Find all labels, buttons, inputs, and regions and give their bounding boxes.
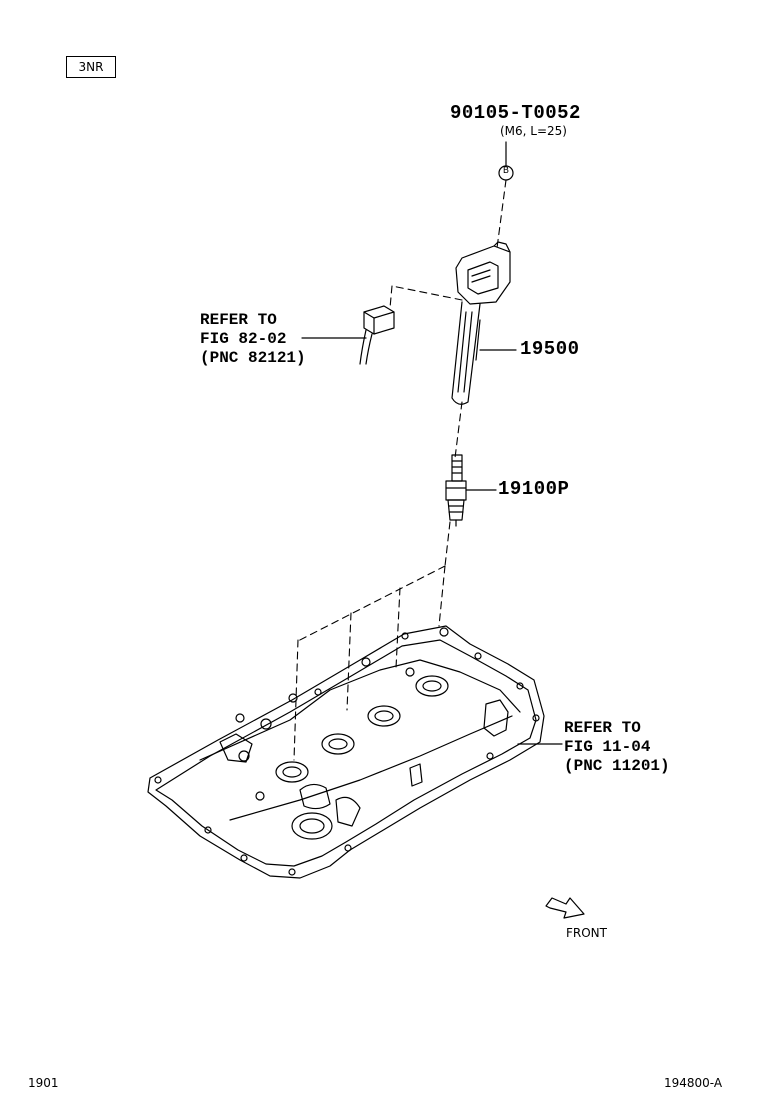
refer-connector-line3: (PNC 82121)	[200, 349, 306, 367]
plug-part-number[interactable]: 19100P	[498, 478, 570, 500]
head-cover	[147, 625, 545, 879]
front-label: FRONT	[566, 926, 607, 940]
refer-connector[interactable]: REFER TO FIG 82-02 (PNC 82121)	[200, 311, 306, 368]
refer-cover[interactable]: REFER TO FIG 11-04 (PNC 11201)	[564, 719, 670, 776]
refer-cover-line1: REFER TO	[564, 719, 641, 737]
refer-cover-line3: (PNC 11201)	[564, 757, 670, 775]
connector	[359, 305, 395, 365]
spark-plug	[445, 454, 467, 527]
refer-cover-line2: FIG 11-04	[564, 738, 651, 756]
bolt-marker	[498, 141, 514, 181]
bolt-part-number[interactable]: 90105-T0052	[450, 102, 581, 124]
dashed-leaders	[293, 179, 507, 761]
refer-connector-line2: FIG 82-02	[200, 330, 287, 348]
refer-connector-line1: REFER TO	[200, 311, 277, 329]
engine-code-box: 3NR	[66, 56, 116, 78]
bolt-marker-letter: B	[502, 166, 510, 176]
footer-right-code: 194800-A	[664, 1076, 723, 1090]
bolt-spec: (M6, L=25)	[500, 124, 567, 138]
ignition-coil	[451, 241, 511, 405]
coil-part-number[interactable]: 19500	[520, 338, 580, 360]
front-arrow	[545, 897, 585, 919]
footer-left-code: 1901	[28, 1076, 59, 1090]
